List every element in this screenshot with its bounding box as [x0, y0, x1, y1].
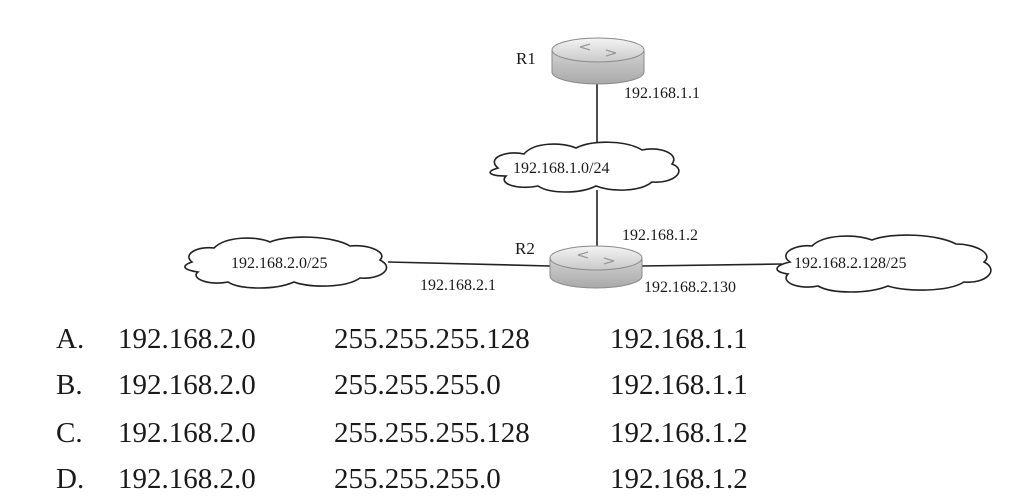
r1-interface-ip: 192.168.1.1 [624, 85, 700, 102]
router-r2-icon [549, 245, 643, 289]
option-d[interactable]: D. 192.168.2.0 255.255.255.0 192.168.1.2 [0, 456, 1024, 502]
router-r1-icon [551, 37, 645, 85]
option-network: 192.168.2.0 [118, 369, 256, 401]
r2-left-interface-ip: 192.168.2.1 [420, 277, 496, 294]
option-next-hop: 192.168.1.2 [610, 463, 748, 495]
option-mask: 255.255.255.0 [334, 463, 501, 495]
cloud-left-network [184, 236, 388, 289]
option-mask: 255.255.255.128 [334, 323, 530, 355]
middle-network-label: 192.168.1.0/24 [513, 160, 609, 177]
link-r2-right-network [641, 263, 783, 267]
option-network: 192.168.2.0 [118, 417, 256, 449]
option-letter: A. [56, 323, 85, 355]
option-mask: 255.255.255.128 [334, 417, 530, 449]
option-letter: C. [56, 417, 83, 449]
answer-options: A. 192.168.2.0 255.255.255.128 192.168.1… [0, 310, 1024, 504]
network-topology-diagram: R1 192.168.1.1 192.168.1.0/24 R2 192.168… [184, 37, 992, 296]
cloud-right-network [776, 234, 992, 293]
option-a[interactable]: A. 192.168.2.0 255.255.255.128 192.168.1… [0, 316, 1024, 362]
option-letter: B. [56, 369, 83, 401]
option-mask: 255.255.255.0 [334, 369, 501, 401]
option-next-hop: 192.168.1.2 [610, 417, 748, 449]
option-network: 192.168.2.0 [118, 463, 256, 495]
option-next-hop: 192.168.1.1 [610, 369, 748, 401]
right-network-label: 192.168.2.128/25 [794, 255, 906, 272]
r2-right-interface-ip: 192.168.2.130 [644, 279, 736, 296]
option-b[interactable]: B. 192.168.2.0 255.255.255.0 192.168.1.1 [0, 362, 1024, 408]
link-left-network-r2 [387, 261, 551, 267]
option-c[interactable]: C. 192.168.2.0 255.255.255.128 192.168.1… [0, 410, 1024, 456]
left-network-label: 192.168.2.0/25 [231, 255, 327, 272]
router-r2-label: R2 [515, 239, 535, 258]
option-next-hop: 192.168.1.1 [610, 323, 748, 355]
r2-top-interface-ip: 192.168.1.2 [622, 227, 698, 244]
option-letter: D. [56, 463, 85, 495]
cloud-middle-network [489, 141, 680, 193]
option-network: 192.168.2.0 [118, 323, 256, 355]
router-r1-label: R1 [516, 49, 536, 68]
